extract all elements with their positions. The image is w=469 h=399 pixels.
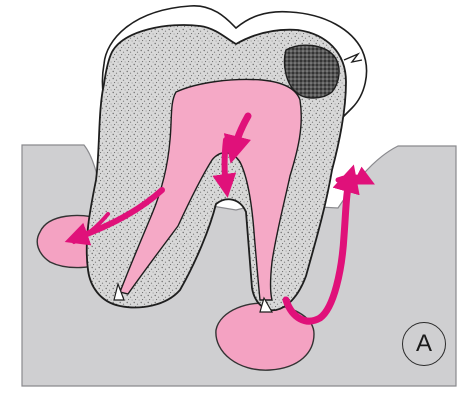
panel-label: A (402, 322, 446, 366)
periapical-lesion-right (216, 303, 314, 370)
arrow-icon (225, 140, 227, 186)
